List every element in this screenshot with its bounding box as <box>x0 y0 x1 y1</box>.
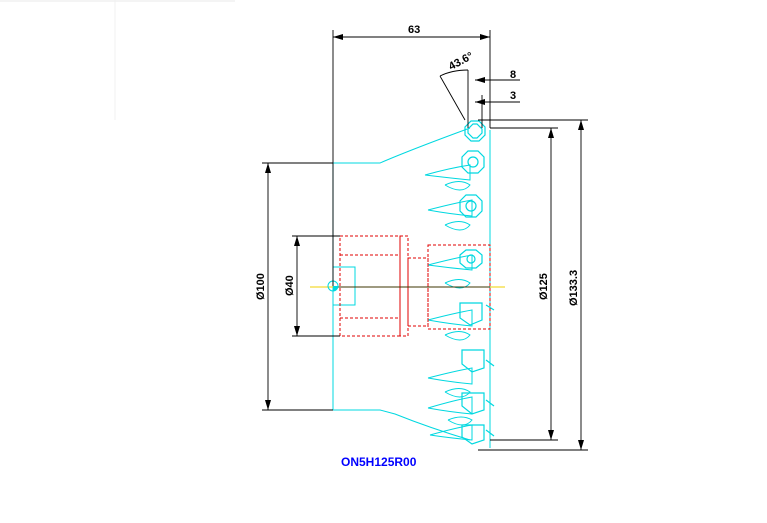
dimension-lines <box>262 30 588 451</box>
insert-3 <box>459 194 483 218</box>
insert-group <box>459 120 495 445</box>
dim-diameter-40: Ø40 <box>284 275 296 296</box>
dim-diameter-125: Ø125 <box>538 273 550 300</box>
dim-diameter-133: Ø133.3 <box>568 270 580 306</box>
dim-diameter-100: Ø100 <box>255 273 267 300</box>
dim-length-63: 63 <box>408 24 420 36</box>
insert-2 <box>461 150 485 174</box>
insert-4 <box>459 249 483 269</box>
part-code-label: ON5H125R00 <box>341 455 417 469</box>
insert-1 <box>464 120 486 142</box>
dim-offset-3: 3 <box>510 90 516 102</box>
dim-offset-8: 8 <box>510 69 516 81</box>
dim-angle: 43.6° <box>447 50 475 73</box>
cutter-body <box>332 127 491 448</box>
hidden-lines <box>339 235 491 337</box>
arrowheads <box>265 34 584 450</box>
